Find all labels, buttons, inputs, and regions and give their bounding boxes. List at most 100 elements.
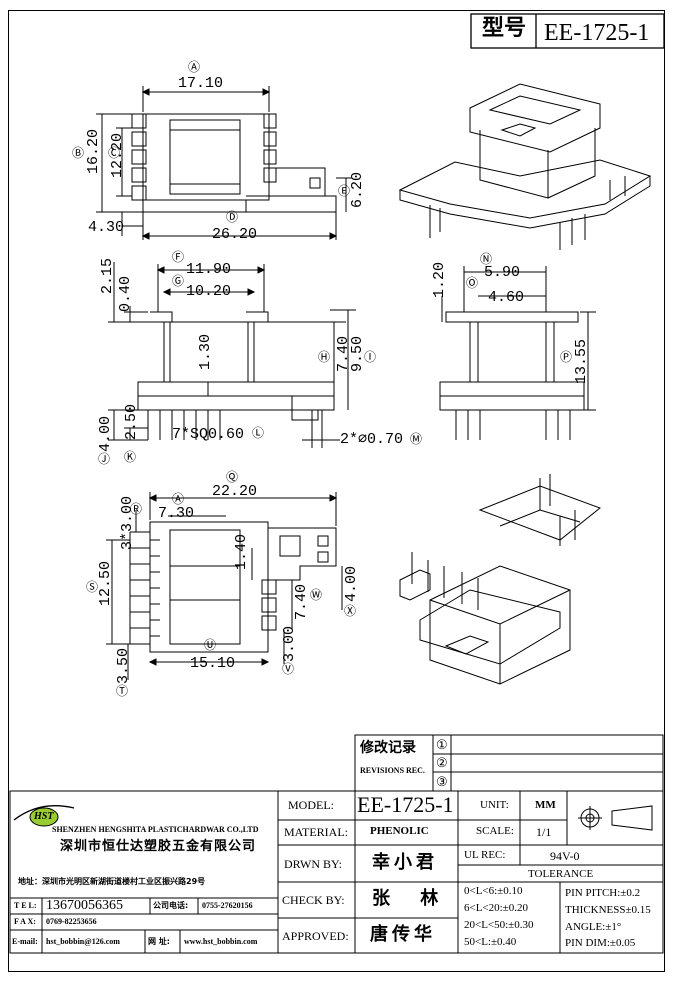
dim-circle-a2: Ⓐ xyxy=(172,493,185,507)
drawn-value: 幸小君 xyxy=(372,852,438,873)
dim-3x3-00: 3*3.00 xyxy=(119,495,136,550)
dim-11-90: 11.90 xyxy=(186,261,232,278)
dim-circle-l: Ⓛ xyxy=(252,427,265,441)
dim-3-00: 3.00 xyxy=(281,625,298,662)
email-value: hst_bobbin@126.com xyxy=(46,937,120,946)
front-view xyxy=(108,262,356,448)
dim-circle-v: Ⓥ xyxy=(282,663,295,677)
company-name-cn: 深圳市恒仕达塑胶五金有限公司 xyxy=(60,839,257,854)
dim-7-40b: 7.40 xyxy=(293,583,310,620)
pin-pitch: PIN PITCH:±0.2 xyxy=(565,887,641,899)
dim-circle-d: Ⓓ xyxy=(226,211,239,225)
dim-16-20: 16.20 xyxy=(85,128,102,174)
dim-circle-w: Ⓦ xyxy=(310,589,323,603)
angle: ANGLE:±1° xyxy=(565,921,622,933)
company-address: 地址：深圳市光明区新湖街道楼村工业区振兴路29号 xyxy=(18,877,206,886)
dim-13-55: 13.55 xyxy=(573,338,590,384)
dim-circle-e: Ⓔ xyxy=(338,185,351,199)
dim-circle-i: Ⓘ xyxy=(364,351,377,365)
dim-15-10: 15.10 xyxy=(190,655,236,672)
company-logo: HST xyxy=(34,811,54,822)
dim-circle-u: Ⓤ xyxy=(204,639,217,653)
dim-circle-o: Ⓞ xyxy=(466,277,479,291)
dim-circle-a: Ⓐ xyxy=(188,61,201,75)
model-header-label: 型号 xyxy=(482,16,527,41)
tolerance-1: 0<L<6:±0.10 xyxy=(464,885,523,897)
bottom-view xyxy=(106,492,343,680)
dim-7-30: 7.30 xyxy=(158,505,195,522)
dim-5-90: 5.90 xyxy=(484,264,521,281)
dim-circle-x: Ⓧ xyxy=(344,605,357,619)
dim-circle-n: Ⓝ xyxy=(480,253,493,267)
dim-circle-j: Ⓙ xyxy=(98,453,111,467)
tolerance-3: 20<L<50:±0.30 xyxy=(464,919,534,931)
unit-label: UNIT: xyxy=(480,799,509,811)
dim-circle-k: Ⓚ xyxy=(124,451,137,465)
tel-label: T E L: xyxy=(14,901,37,910)
drawing-frame xyxy=(8,10,665,972)
dim-6-20: 6.20 xyxy=(349,171,366,208)
dim-0-40: 0.40 xyxy=(117,275,134,312)
fax-value: 0769-82253656 xyxy=(46,917,97,926)
dim-3-50: 3.50 xyxy=(115,647,132,684)
phone-label: 公司电话: xyxy=(153,901,189,910)
dim-22-20: 22.20 xyxy=(212,483,258,500)
scale-label: SCALE: xyxy=(476,825,514,837)
dim-circle-c: Ⓒ xyxy=(108,147,121,161)
web-label: 网 址: xyxy=(148,937,170,946)
approved-value: 唐传华 xyxy=(370,924,436,945)
material-label: MATERIAL: xyxy=(284,825,348,839)
revision-2: ② xyxy=(436,755,448,770)
revision-3: ③ xyxy=(436,774,448,789)
dim-circle-f: Ⓕ xyxy=(172,251,185,265)
check-value: 张 林 xyxy=(372,888,451,909)
pin-dim: PIN DIM:±0.05 xyxy=(565,937,636,949)
model-header-value: EE-1725-1 xyxy=(544,20,650,46)
web-value: www.hst_bobbin.com xyxy=(184,937,258,946)
tolerance-2: 6<L<20:±0.20 xyxy=(464,902,528,914)
dim-circle-q: Ⓠ xyxy=(226,471,239,485)
fax-label: F A X: xyxy=(14,917,36,926)
ul-label: UL REC: xyxy=(464,849,506,861)
thickness: THICKNESS±0.15 xyxy=(565,904,651,916)
dim-10-20: 10.20 xyxy=(186,283,232,300)
dim-12-50: 12.50 xyxy=(97,560,114,606)
unit-value: MM xyxy=(535,799,556,811)
revisions-title-cn: 修改记录 xyxy=(360,740,416,756)
revision-1: ① xyxy=(436,737,448,752)
dim-26-20: 26.20 xyxy=(212,226,258,243)
dim-4-60: 4.60 xyxy=(488,289,525,306)
dim-2-50: 2.50 xyxy=(123,403,140,440)
dim-2-dia: 2*⌀0.70 xyxy=(340,431,404,448)
tolerance-title: TOLERANCE xyxy=(528,868,594,880)
dim-1-30: 1.30 xyxy=(197,333,214,370)
dim-circle-b: Ⓑ xyxy=(72,147,85,161)
dim-9-50: 9.50 xyxy=(349,335,366,372)
email-label: E-mail: xyxy=(12,937,38,946)
drawn-label: DRWN BY: xyxy=(284,857,342,871)
material-value: PHENOLIC xyxy=(370,825,429,837)
model-value: EE-1725-1 xyxy=(357,792,454,817)
isometric-view-2 xyxy=(399,474,602,685)
dim-4-30: 4.30 xyxy=(88,219,125,236)
dim-circle-h: Ⓗ xyxy=(318,351,331,365)
tolerance-4: 50<L:±0.40 xyxy=(464,936,517,948)
dim-1-20: 1.20 xyxy=(431,261,448,298)
dim-circle-s: Ⓢ xyxy=(86,581,99,595)
ul-value: 94V-0 xyxy=(550,849,580,863)
dim-circle-r: Ⓡ xyxy=(130,503,143,517)
dim-17-10: 17.10 xyxy=(178,75,224,92)
top-view xyxy=(96,86,352,240)
dim-circle-m: Ⓜ xyxy=(410,433,423,447)
phone-value: 0755-27620156 xyxy=(202,901,253,910)
dim-circle-p: Ⓟ xyxy=(560,351,573,365)
dim-circle-g: Ⓖ xyxy=(172,275,185,289)
isometric-view-1 xyxy=(398,83,652,250)
model-label: MODEL: xyxy=(288,798,334,812)
revisions-title-en: REVISIONS REC. xyxy=(360,766,425,775)
dim-4-00: 4.00 xyxy=(97,415,114,452)
tel-value: 13670056365 xyxy=(46,898,123,913)
dim-2-15: 2.15 xyxy=(99,257,116,294)
side-view xyxy=(439,266,596,440)
